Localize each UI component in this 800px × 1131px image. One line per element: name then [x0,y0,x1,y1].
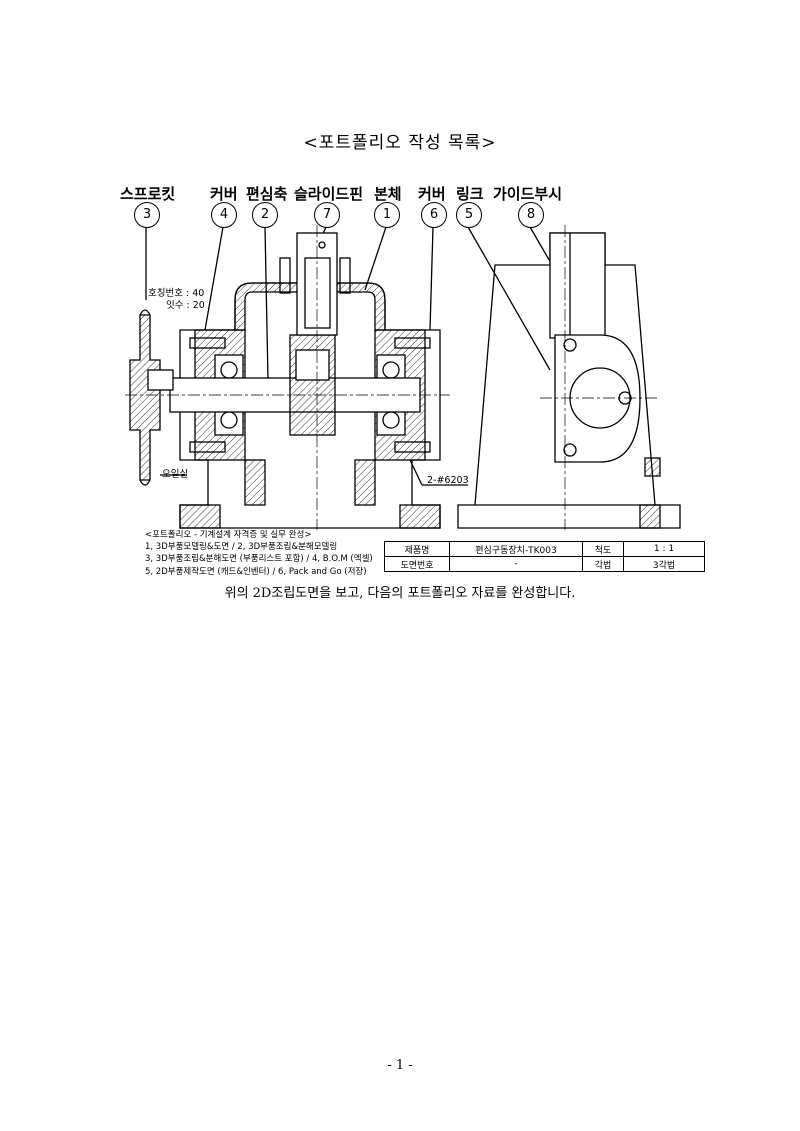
balloon-1: 1 [374,202,400,228]
page-number: - 1 - [387,1058,413,1073]
part-label-link: 링크 [456,185,484,203]
projection-value: 3각법 [623,556,705,572]
title-block: 제품명 편심구동장치-TK003 척도 1 : 1 도면번호 - 각법 3각법 [384,541,705,572]
balloon-2: 2 [252,202,278,228]
balloon-8: 8 [518,202,544,228]
portfolio-line: 1, 3D부품모델링&도면 / 2, 3D부품조립&분해모델링 [145,542,338,553]
drawing-no-value: - [449,556,583,572]
portfolio-line: 3, 3D부품조립&분해도면 (부품리스트 포함) / 4, B.O.M (엑셀… [145,554,373,565]
portfolio-list: <포트폴리오 - 기계설계 자격증 및 실무 완성> 1, 3D부품모델링&도면… [145,529,373,578]
portfolio-line: 5, 2D부품제작도면 (캐드&인벤터) / 6, Pack and Go (저… [145,566,367,577]
part-label-slide-pin: 슬라이드핀 [294,185,364,203]
page-title: <포트폴리오 작성 목록> [303,133,497,153]
drawing-no-label: 도면번호 [384,556,450,572]
scale-value: 1 : 1 [623,541,705,557]
balloon-6: 6 [421,202,447,228]
note-chain-number: 호칭번호 : 40 [148,288,205,299]
note-bearing: 2-#6203 [427,475,469,486]
note-oil-seal: 오일실 [162,469,189,480]
part-label-cover-left: 커버 [210,185,238,203]
portfolio-heading: <포트폴리오 - 기계설계 자격증 및 실무 완성> [145,530,312,540]
balloon-7: 7 [314,202,340,228]
balloon-4: 4 [211,202,237,228]
part-label-cover-right: 커버 [418,185,446,203]
part-label-eccentric-shaft: 편심축 [246,185,288,203]
product-value: 편심구동장치-TK003 [449,541,583,557]
projection-label: 각법 [582,556,624,572]
note-teeth-count: 잇수 : 20 [166,300,205,311]
part-label-sprocket: 스프로킷 [120,185,176,203]
part-label-body: 본체 [374,185,402,203]
assembly-drawing [125,225,681,530]
instruction-text: 위의 2D조립도면을 보고, 다음의 포트폴리오 자료를 완성합니다. [224,586,576,601]
product-label: 제품명 [384,541,450,557]
part-label-guide-bush: 가이드부시 [493,185,563,203]
balloon-3: 3 [134,202,160,228]
scale-label: 척도 [582,541,624,557]
